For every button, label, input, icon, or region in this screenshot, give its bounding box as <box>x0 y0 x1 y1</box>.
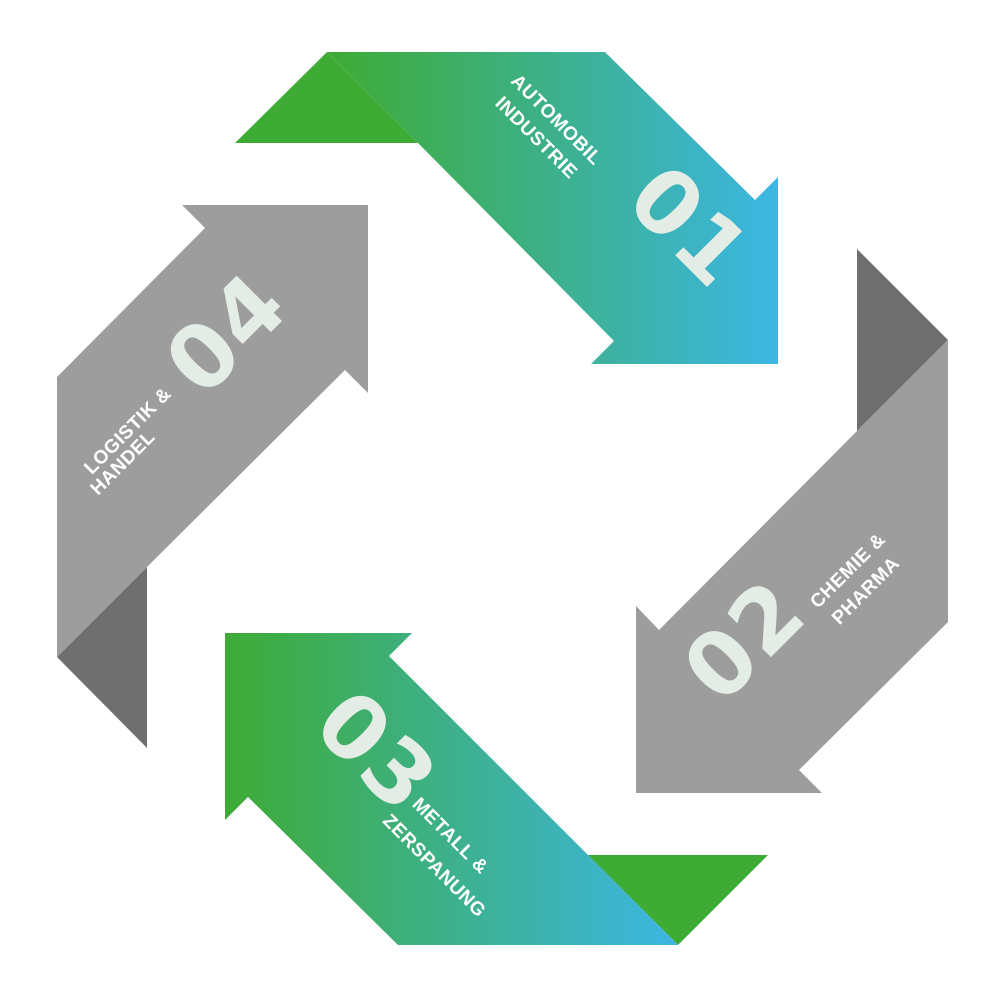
segment-03-arrow-body <box>225 633 678 945</box>
segment-04: 04 LOGISTIK & HANDEL <box>57 205 368 748</box>
segment-03: 03 METALL & ZERSPANUNG <box>225 633 768 945</box>
segment-02-fold <box>857 249 948 431</box>
segment-04-fold <box>57 567 147 748</box>
segment-02-arrow-body <box>636 340 948 793</box>
segment-04-arrow-body <box>57 205 368 657</box>
segment-01-arrow-body <box>327 52 778 364</box>
segment-01-fold <box>235 52 418 143</box>
segment-03-fold <box>588 855 768 945</box>
